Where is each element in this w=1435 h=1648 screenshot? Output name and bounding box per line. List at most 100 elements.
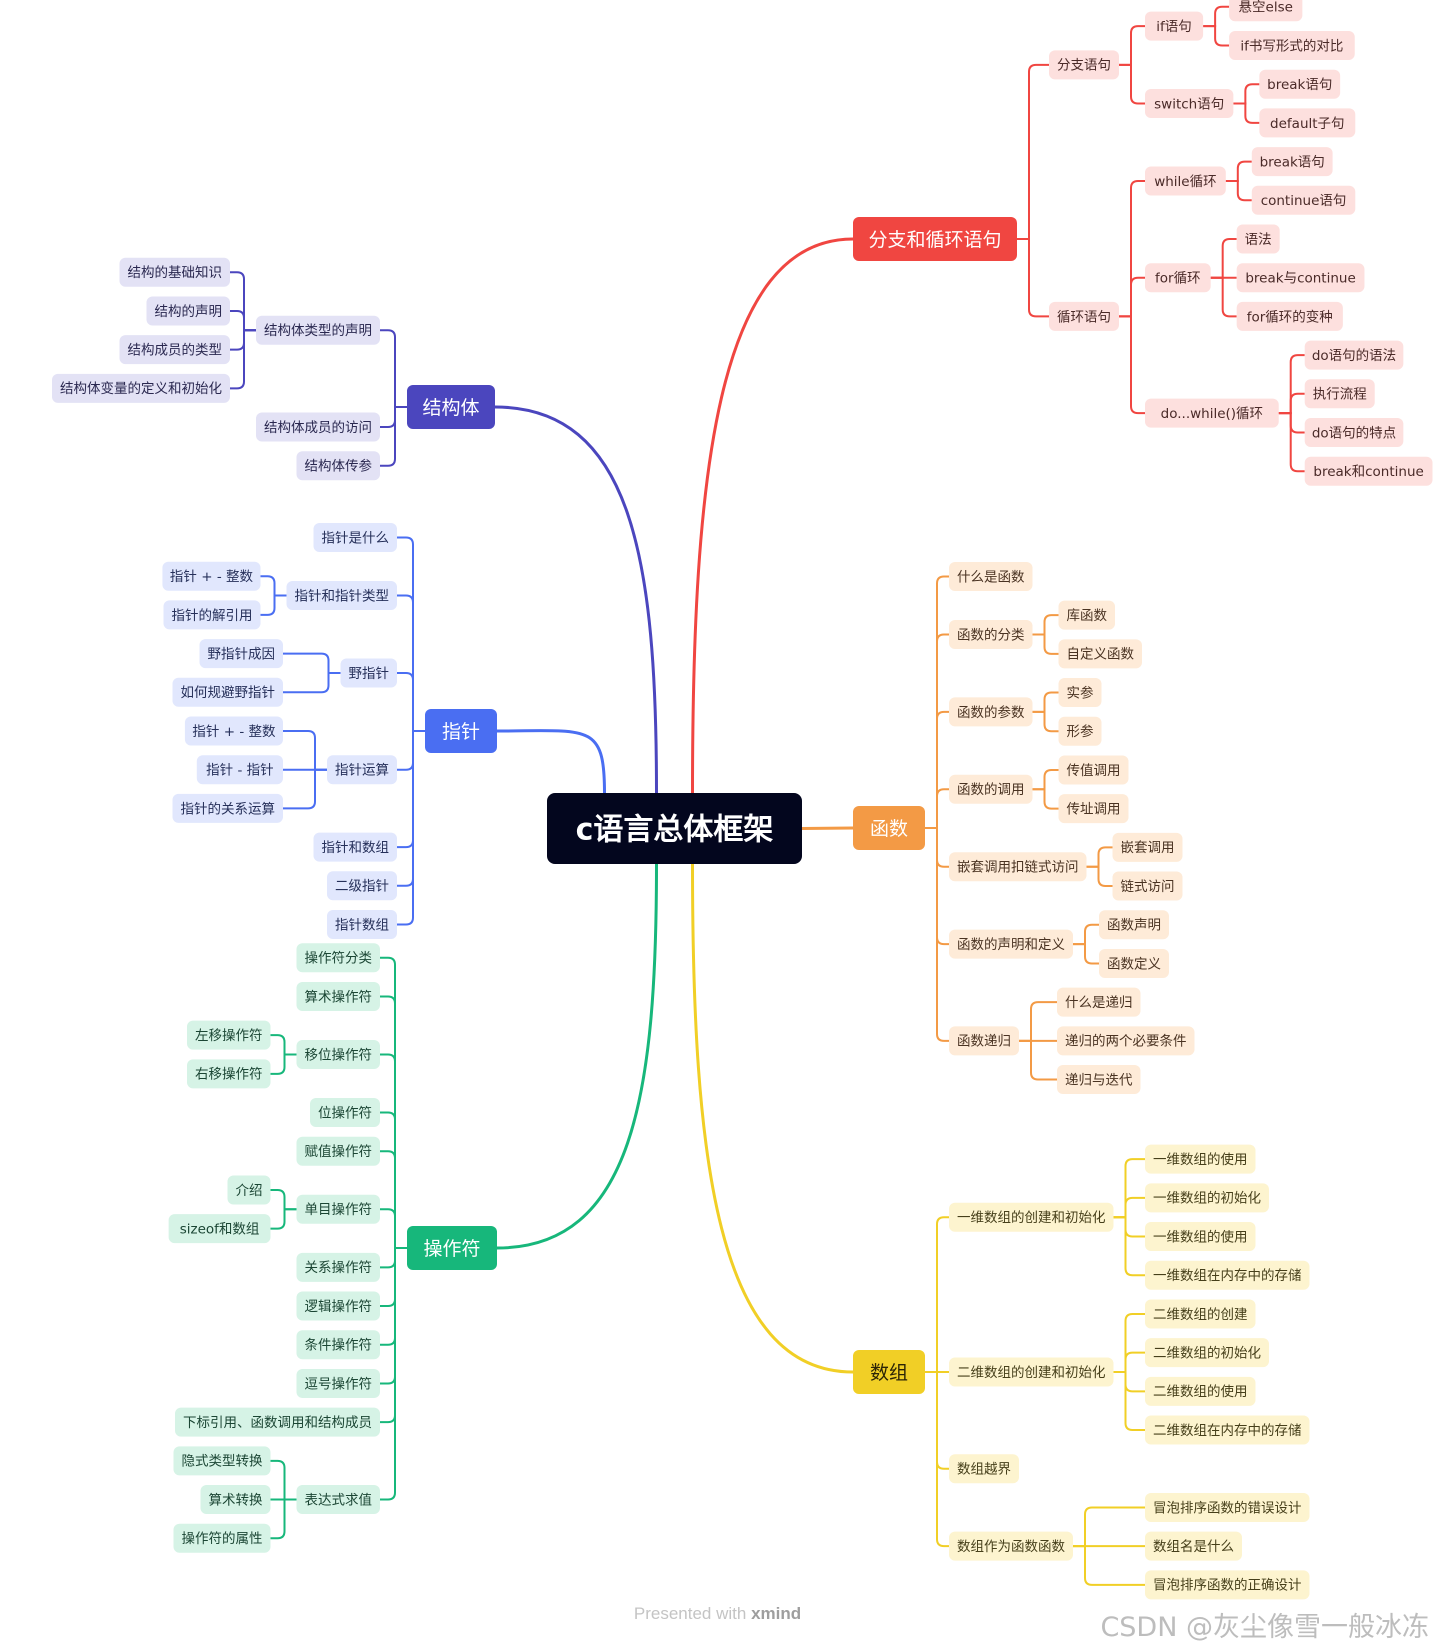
node-野指针成因[interactable]: 野指针成因	[199, 639, 284, 669]
node-二维数组的使用[interactable]: 二维数组的使用	[1145, 1376, 1256, 1406]
node-函数的调用[interactable]: 函数的调用	[949, 774, 1033, 804]
node-形参[interactable]: 形参	[1058, 716, 1102, 746]
node-如何规避野指针[interactable]: 如何规避野指针	[172, 677, 284, 707]
node-操作符的属性[interactable]: 操作符的属性	[173, 1523, 271, 1553]
node-default子句[interactable]: default子句	[1259, 108, 1356, 138]
node-函数的分类[interactable]: 函数的分类	[949, 620, 1033, 649]
node-一维数组的使用[interactable]: 一维数组的使用	[1145, 1222, 1256, 1252]
node-递归的两个必要条件[interactable]: 递归的两个必要条件	[1057, 1026, 1195, 1056]
node-分支语句[interactable]: 分支语句	[1049, 50, 1119, 80]
node-结构体变量的定义和初始化[interactable]: 结构体变量的定义和初始化	[52, 373, 230, 403]
node-二维数组的创建[interactable]: 二维数组的创建	[1145, 1299, 1256, 1329]
branch-结构体[interactable]: 结构体	[407, 385, 495, 429]
node-函数递归[interactable]: 函数递归	[949, 1026, 1019, 1056]
node-指针-+---整数[interactable]: 指针 + - 整数	[184, 716, 283, 746]
node-指针和数组[interactable]: 指针和数组	[313, 832, 398, 862]
node-switch语句[interactable]: switch语句	[1145, 89, 1234, 119]
branch-操作符[interactable]: 操作符	[407, 1226, 497, 1270]
node-传值调用[interactable]: 传值调用	[1058, 755, 1129, 785]
root-topic[interactable]: c语言总体框架	[547, 793, 802, 864]
node-库函数[interactable]: 库函数	[1058, 600, 1116, 630]
node-传址调用[interactable]: 传址调用	[1058, 794, 1129, 824]
node-while循环[interactable]: while循环	[1145, 166, 1226, 196]
node-函数声明[interactable]: 函数声明	[1099, 910, 1169, 940]
node-break与continue[interactable]: break与continue	[1236, 263, 1365, 293]
node-一维数组的创建和初始化[interactable]: 一维数组的创建和初始化	[949, 1202, 1114, 1232]
node-指针数组[interactable]: 指针数组	[327, 910, 397, 939]
node-悬空else[interactable]: 悬空else	[1229, 0, 1303, 22]
node-数组越界[interactable]: 数组越界	[949, 1454, 1019, 1484]
node-函数的声明和定义[interactable]: 函数的声明和定义	[949, 929, 1073, 959]
node-结构的基础知识[interactable]: 结构的基础知识	[119, 257, 231, 287]
node-野指针[interactable]: 野指针	[340, 658, 398, 688]
node-自定义函数[interactable]: 自定义函数	[1058, 639, 1143, 669]
node-数组作为函数函数[interactable]: 数组作为函数函数	[949, 1531, 1073, 1561]
node-下标引用、函数调用和结构成员[interactable]: 下标引用、函数调用和结构成员	[175, 1407, 380, 1437]
node-break语句[interactable]: break语句	[1251, 147, 1333, 177]
node-if语句[interactable]: if语句	[1145, 11, 1204, 41]
node-do语句的特点[interactable]: do语句的特点	[1304, 418, 1404, 447]
node-结构的声明[interactable]: 结构的声明	[146, 296, 231, 326]
node-结构体传参[interactable]: 结构体传参	[296, 451, 381, 481]
node-break语句[interactable]: break语句	[1259, 69, 1341, 99]
node-逗号操作符[interactable]: 逗号操作符	[296, 1368, 381, 1398]
node-指针的关系运算[interactable]: 指针的关系运算	[172, 793, 284, 823]
node-赋值操作符[interactable]: 赋值操作符	[296, 1136, 381, 1166]
node-表达式求值[interactable]: 表达式求值	[296, 1485, 381, 1515]
node-二维数组的创建和初始化[interactable]: 二维数组的创建和初始化	[949, 1357, 1114, 1387]
node-条件操作符[interactable]: 条件操作符	[296, 1330, 381, 1360]
branch-数组[interactable]: 数组	[853, 1350, 925, 1394]
node-单目操作符[interactable]: 单目操作符	[296, 1194, 381, 1224]
node-指针是什么[interactable]: 指针是什么	[313, 523, 398, 552]
node-do...while()循环[interactable]: do...while()循环	[1145, 398, 1279, 428]
node-一维数组的初始化[interactable]: 一维数组的初始化	[1145, 1183, 1269, 1213]
node-二维数组在内存中的存储[interactable]: 二维数组在内存中的存储	[1145, 1415, 1310, 1445]
node-指针的解引用[interactable]: 指针的解引用	[163, 600, 261, 630]
node-递归与迭代[interactable]: 递归与迭代	[1057, 1065, 1141, 1095]
node-算术转换[interactable]: 算术转换	[200, 1485, 271, 1515]
node-函数定义[interactable]: 函数定义	[1099, 948, 1169, 978]
node-介绍[interactable]: 介绍	[227, 1175, 271, 1205]
branch-指针[interactable]: 指针	[425, 709, 497, 753]
node-操作符分类[interactable]: 操作符分类	[296, 943, 381, 973]
node-执行流程[interactable]: 执行流程	[1304, 379, 1375, 409]
node-一维数组在内存中的存储[interactable]: 一维数组在内存中的存储	[1145, 1260, 1310, 1290]
node-continue语句[interactable]: continue语句	[1251, 185, 1356, 215]
node-指针和指针类型[interactable]: 指针和指针类型	[286, 581, 398, 611]
node-数组名是什么[interactable]: 数组名是什么	[1145, 1531, 1242, 1561]
node-指针-+---整数[interactable]: 指针 + - 整数	[162, 561, 261, 591]
node-结构成员的类型[interactable]: 结构成员的类型	[119, 335, 231, 365]
node-隐式类型转换[interactable]: 隐式类型转换	[173, 1446, 271, 1476]
node-什么是递归[interactable]: 什么是递归	[1057, 987, 1141, 1017]
node-关系操作符[interactable]: 关系操作符	[296, 1252, 381, 1282]
node-循环语句[interactable]: 循环语句	[1049, 301, 1119, 331]
node-移位操作符[interactable]: 移位操作符	[296, 1040, 381, 1069]
node-链式访问[interactable]: 链式访问	[1112, 871, 1183, 901]
node-for循环[interactable]: for循环	[1145, 263, 1211, 293]
node-位操作符[interactable]: 位操作符	[310, 1098, 380, 1128]
node-结构体类型的声明[interactable]: 结构体类型的声明	[256, 315, 380, 345]
node-for循环的变种[interactable]: for循环的变种	[1236, 301, 1343, 331]
node-逻辑操作符[interactable]: 逻辑操作符	[296, 1291, 381, 1321]
node-函数的参数[interactable]: 函数的参数	[949, 697, 1033, 727]
node-什么是函数[interactable]: 什么是函数	[949, 561, 1033, 591]
node-二级指针[interactable]: 二级指针	[327, 871, 397, 901]
node-嵌套调用[interactable]: 嵌套调用	[1112, 832, 1183, 862]
node-do语句的语法[interactable]: do语句的语法	[1304, 340, 1404, 370]
node-语法[interactable]: 语法	[1236, 224, 1280, 254]
branch-函数[interactable]: 函数	[853, 806, 925, 850]
node-指针运算[interactable]: 指针运算	[327, 755, 397, 785]
node-右移操作符[interactable]: 右移操作符	[187, 1059, 271, 1089]
node-嵌套调用扣链式访问[interactable]: 嵌套调用扣链式访问	[949, 852, 1087, 882]
node-if书写形式的对比[interactable]: if书写形式的对比	[1229, 31, 1355, 60]
node-冒泡排序函数的错误设计[interactable]: 冒泡排序函数的错误设计	[1145, 1492, 1310, 1522]
node-break和continue[interactable]: break和continue	[1304, 456, 1433, 486]
node-二维数组的初始化[interactable]: 二维数组的初始化	[1145, 1338, 1269, 1368]
node-结构体成员的访问[interactable]: 结构体成员的访问	[256, 412, 380, 442]
node-左移操作符[interactable]: 左移操作符	[187, 1020, 271, 1050]
node-冒泡排序函数的正确设计[interactable]: 冒泡排序函数的正确设计	[1145, 1570, 1310, 1600]
node-实参[interactable]: 实参	[1058, 678, 1102, 708]
node-一维数组的使用[interactable]: 一维数组的使用	[1145, 1144, 1256, 1174]
node-指针---指针[interactable]: 指针 - 指针	[196, 755, 283, 785]
branch-分支和循环语句[interactable]: 分支和循环语句	[853, 217, 1017, 261]
